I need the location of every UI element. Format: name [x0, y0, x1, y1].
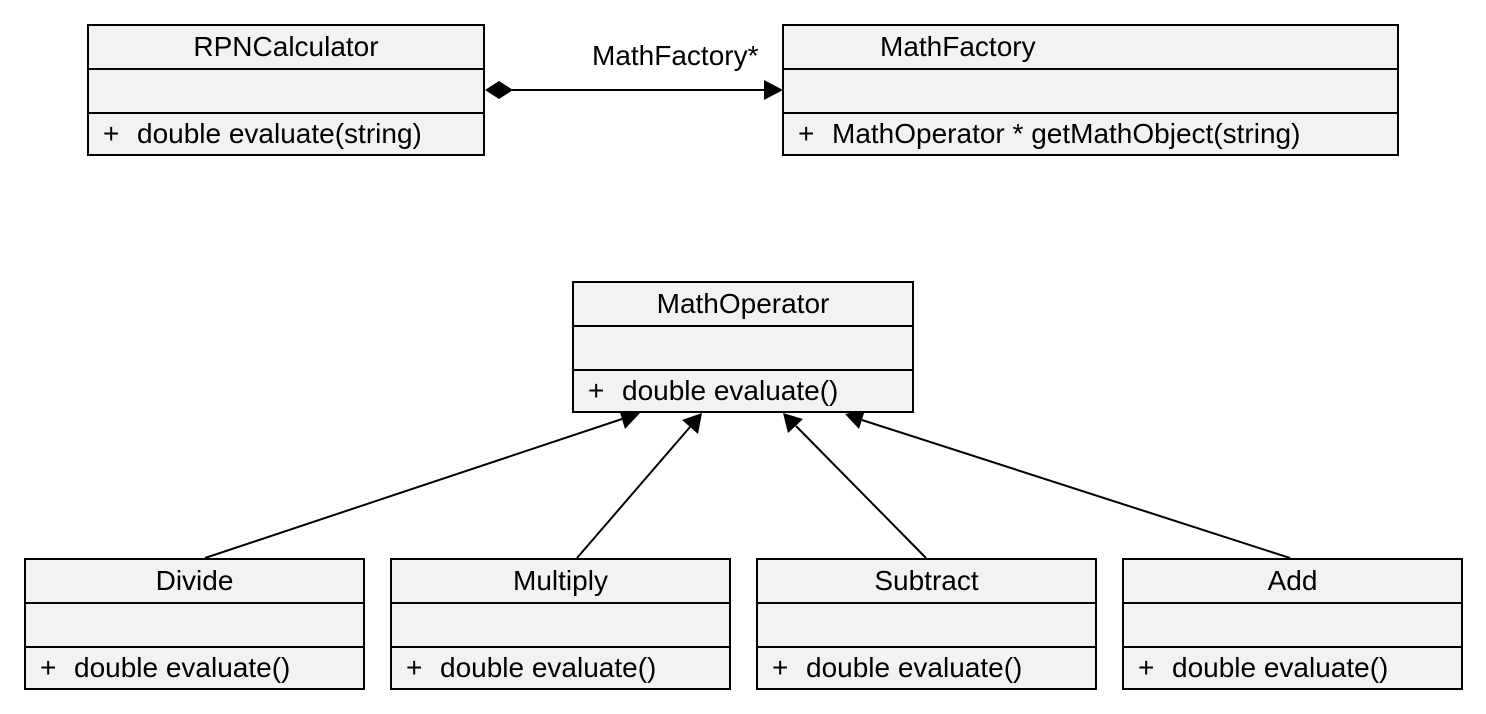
inheritance-edge-multiply: [576, 413, 702, 559]
class-name-text: MathOperator: [656, 288, 830, 319]
class-name-text: MathFactory: [880, 31, 1036, 62]
composition-label: MathFactory*: [592, 40, 759, 71]
operations-compartment: + double evaluate(): [574, 371, 912, 411]
operation-text: double evaluate(): [74, 652, 291, 683]
class-box-add[interactable]: Add + double evaluate(): [1122, 558, 1463, 690]
visibility-marker: +: [406, 652, 423, 683]
class-name-text: Divide: [155, 565, 234, 596]
visibility-marker: +: [772, 652, 789, 683]
inheritance-arrowhead-divide: [619, 409, 640, 429]
inheritance-edge-divide: [204, 409, 640, 559]
operation-text: double evaluate(): [440, 652, 657, 683]
operations-compartment: + double evaluate(): [26, 648, 363, 688]
operations-compartment: + double evaluate(string): [89, 114, 483, 154]
attributes-compartment: [574, 327, 912, 371]
inheritance-line-divide: [204, 418, 623, 559]
inheritance-arrowhead-multiply: [682, 413, 702, 434]
inheritance-edge-add: [845, 410, 1291, 559]
class-name: MathFactory: [784, 26, 1397, 70]
class-name-text: RPNCalculator: [193, 31, 379, 62]
inheritance-arrowhead-subtract: [783, 413, 803, 433]
class-name: Subtract: [758, 560, 1095, 604]
class-box-subtract[interactable]: Subtract + double evaluate(): [756, 558, 1097, 690]
visibility-marker: +: [40, 652, 57, 683]
class-name-text: Subtract: [874, 565, 979, 596]
class-box-multiply[interactable]: Multiply + double evaluate(): [390, 558, 731, 690]
operations-compartment: + MathOperator * getMathObject(string): [784, 114, 1397, 154]
class-name-text: Add: [1267, 565, 1318, 596]
attributes-compartment: [758, 604, 1095, 648]
inheritance-arrowhead-add: [845, 410, 865, 429]
class-name-text: Multiply: [513, 565, 608, 596]
visibility-marker: +: [588, 375, 605, 406]
composition-edge: [485, 80, 783, 100]
inheritance-line-add: [861, 419, 1291, 559]
operation-text: double evaluate(): [622, 375, 839, 406]
class-name: Divide: [26, 560, 363, 604]
inheritance-line-multiply: [576, 426, 691, 559]
operation-text: double evaluate(): [806, 652, 1023, 683]
operation-text: double evaluate(string): [137, 118, 422, 149]
attributes-compartment: [392, 604, 729, 648]
composition-diamond: [485, 81, 513, 99]
visibility-marker: +: [798, 118, 815, 149]
operation-text: double evaluate(): [1172, 652, 1389, 683]
operations-compartment: + double evaluate(): [758, 648, 1095, 688]
class-name: Multiply: [392, 560, 729, 604]
attributes-compartment: [784, 70, 1397, 114]
attributes-compartment: [26, 604, 363, 648]
operations-compartment: + double evaluate(): [392, 648, 729, 688]
inheritance-edge-subtract: [783, 413, 927, 559]
class-name: Add: [1124, 560, 1461, 604]
class-name: RPNCalculator: [89, 26, 483, 70]
visibility-marker: +: [1138, 652, 1155, 683]
visibility-marker: +: [103, 118, 120, 149]
attributes-compartment: [1124, 604, 1461, 648]
operation-text: MathOperator * getMathObject(string): [832, 118, 1301, 149]
class-box-mathoperator[interactable]: MathOperator + double evaluate(): [572, 281, 914, 413]
class-box-divide[interactable]: Divide + double evaluate(): [24, 558, 365, 690]
inheritance-line-subtract: [795, 425, 927, 559]
attributes-compartment: [89, 70, 483, 114]
class-box-rpncalculator[interactable]: RPNCalculator + double evaluate(string): [87, 24, 485, 156]
composition-arrowhead: [764, 80, 783, 100]
class-box-mathfactory[interactable]: MathFactory + MathOperator * getMathObje…: [782, 24, 1399, 156]
class-name: MathOperator: [574, 283, 912, 327]
operations-compartment: + double evaluate(): [1124, 648, 1461, 688]
